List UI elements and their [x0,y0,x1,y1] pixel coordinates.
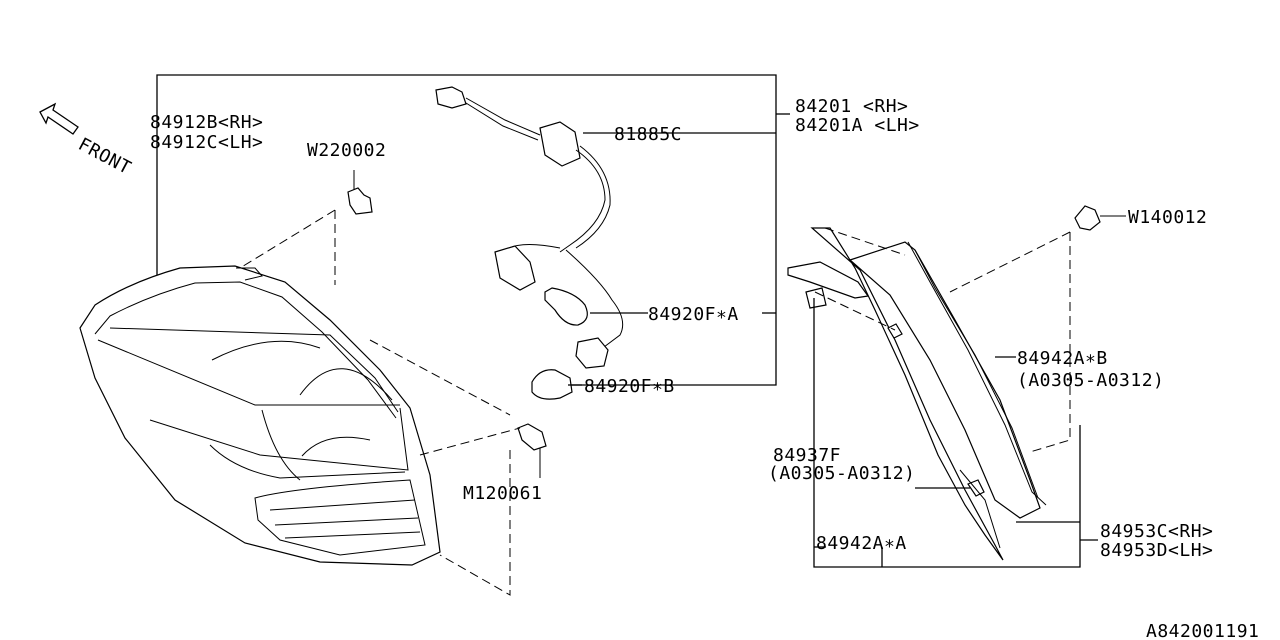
label-pad-rh: 84953C<RH> [1100,521,1213,542]
garnish-bracket [813,298,1081,568]
front-arrow-icon [39,102,79,135]
front-label: FRONT [75,134,135,179]
label-lamp-lh: 84912C<LH> [150,132,263,153]
label-socket: 81885C [614,124,682,145]
bolt-part [1074,205,1126,231]
label-clip: W220002 [307,140,386,161]
label-assy-rh: 84201 <RH> [795,96,908,117]
label-garnish-b: 84942A∗B [1017,348,1108,369]
wire-harness [435,86,624,369]
assembly-bracket [156,74,777,386]
label-seal: 84937F [773,445,841,466]
label-bolt: W140012 [1128,207,1207,228]
bulb-b [531,369,573,400]
screw-part [517,423,547,478]
label-garnish-a: 84942A∗A [816,533,907,554]
diagram-code: A842001191 [1146,621,1259,640]
label-screw: M120061 [463,483,542,504]
label-bulb-a: 84920F∗A [648,304,739,325]
label-seal-range: (A0305-A0312) [768,463,915,484]
label-bulb-b: 84920F∗B [584,376,675,397]
clip-part [347,170,373,215]
label-pad-lh: 84953D<LH> [1100,540,1213,561]
label-lamp-rh: 84912B<RH> [150,112,263,133]
label-assy-lh: 84201A <LH> [795,115,920,136]
label-garnish-b-range: (A0305-A0312) [1017,370,1164,391]
garnish-assembly [787,227,1047,561]
tail-lamp [79,265,441,566]
bulb-a [544,287,588,326]
